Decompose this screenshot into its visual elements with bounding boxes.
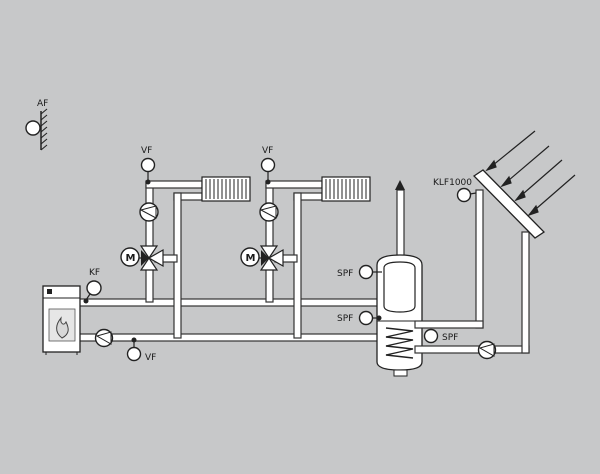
main-pipes	[77, 298, 381, 342]
vf-circuit1-sensor	[140, 157, 156, 173]
outdoor-sensor-icon	[25, 120, 41, 136]
spf-top-label: SPF	[337, 269, 353, 279]
circuit1-radiator-icon	[201, 176, 251, 202]
solar-collector-icon	[472, 169, 546, 239]
vf-circuit1-label: VF	[141, 146, 152, 156]
spf-top-sensor	[358, 264, 374, 280]
boiler-return-pipe	[77, 333, 381, 342]
mixer-motor2-label: M	[246, 253, 256, 264]
spf-coil-label: SPF	[442, 333, 458, 343]
storage-tank: SPF SPF SPF	[337, 180, 458, 377]
circuit2-riser-lower	[265, 266, 274, 303]
circuit2-mixer-motor-icon	[240, 247, 260, 267]
vf-circuit2-sensor	[260, 157, 276, 173]
solar-flow-to-tank	[414, 320, 484, 329]
circuit2-flow-to-radiator	[265, 180, 323, 189]
kf-label: KF	[89, 268, 100, 278]
heat-exchanger-coil-icon	[385, 327, 414, 359]
circuit2-return-riser	[293, 192, 302, 339]
outdoor-sensor: AF	[25, 99, 48, 151]
vf-circuit2-label: VF	[262, 146, 273, 156]
vf-boiler-label: VF	[145, 353, 156, 363]
sun-rays	[485, 130, 576, 217]
circuit1-return-riser	[173, 192, 182, 339]
solar-return-riser	[521, 231, 530, 354]
solar-flow-riser	[475, 189, 484, 329]
kf-sensor	[86, 280, 102, 296]
kf-junction	[83, 298, 89, 304]
circuit1-mixing-valve-icon	[139, 245, 164, 271]
vent-arrow-icon	[395, 180, 405, 190]
solar-return-pipe	[414, 345, 530, 354]
klf1000-label: KLF1000	[433, 178, 472, 188]
mixer-motor1-label: M	[126, 253, 136, 264]
circuit2-radiator-icon	[321, 176, 371, 202]
boiler-flow-pipe	[77, 298, 381, 307]
heating-circuit-1: VF M	[120, 146, 251, 339]
heating-circuit-2: VF M	[240, 146, 371, 339]
af-label: AF	[37, 99, 48, 109]
vf-boiler-sensor	[126, 346, 142, 362]
boiler: KF VF	[42, 268, 156, 363]
flame-icon	[56, 316, 69, 339]
spf-mid-sensor	[358, 310, 374, 326]
spf-coil-sensor	[423, 328, 439, 344]
circuit1-mixer-motor-icon	[120, 247, 140, 267]
circuit1-flow-to-radiator	[145, 180, 203, 189]
solar-circuit: KLF1000	[414, 130, 576, 360]
circuit1-riser-lower	[145, 266, 154, 303]
tank-vent-pipe	[396, 189, 405, 257]
klf1000-sensor	[456, 187, 472, 203]
circuit2-mixing-valve-icon	[259, 245, 284, 271]
dhw-inner-tank	[383, 261, 416, 313]
spf-mid-label: SPF	[337, 314, 353, 324]
